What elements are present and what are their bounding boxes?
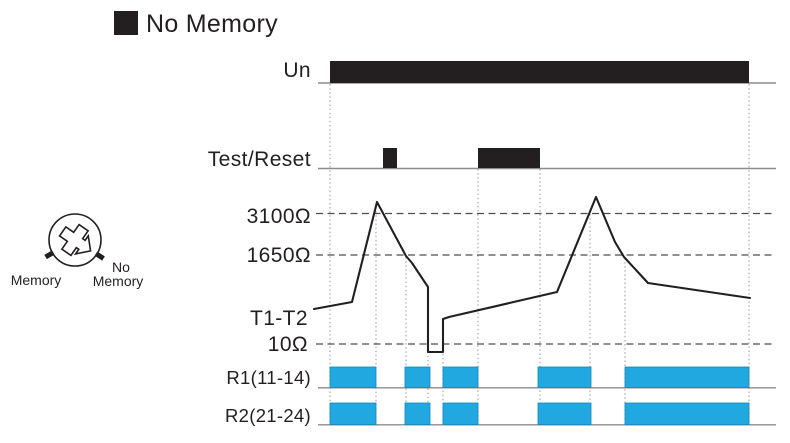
legend-square-icon [114,11,138,35]
test-reset-label: Test/Reset [208,148,311,171]
knob-option-memory-label: Memory [11,272,62,288]
t1-t2-label: T1-T2 [250,307,308,330]
knob-tick-right [94,251,105,261]
knob-circle [48,213,102,267]
threshold-10-label: 10Ω [268,333,308,356]
r1-on-bar [404,366,431,388]
r1-relay-signal [329,366,750,388]
un-high-bar [330,61,749,83]
threshold-3100-label: 3100Ω [247,205,311,228]
test-reset-signal [383,148,540,168]
knob-option-no-label: No [112,259,130,275]
knob-cross-arrow-icon [58,223,92,257]
test-reset-pulse [383,148,397,168]
r2-on-bar [329,402,377,425]
r2-label: R2(21-24) [225,405,311,426]
r2-on-bar [624,402,750,425]
r1-label: R1(11-14) [226,367,311,388]
knob-option-no-memory-label: Memory [93,273,144,289]
r2-on-bar [537,402,592,425]
page-title: No Memory [146,10,278,38]
r1-on-bar [624,366,750,388]
r2-on-bar [442,402,479,425]
un-label: Un [283,59,311,82]
r1-on-bar [537,366,592,388]
r1-on-bar [329,366,377,388]
memory-selector-knob [44,213,105,267]
knob-tick-left [44,250,55,260]
t1-t2-resistance-curve [312,195,752,354]
un-signal [330,61,749,83]
r1-on-bar [442,366,479,388]
r2-on-bar [404,402,431,425]
r2-relay-signal [329,402,750,425]
threshold-lines [316,212,775,345]
t1-t2-curve-group [312,195,752,354]
threshold-1650-label: 1650Ω [247,244,311,267]
test-reset-pulse [478,148,540,168]
